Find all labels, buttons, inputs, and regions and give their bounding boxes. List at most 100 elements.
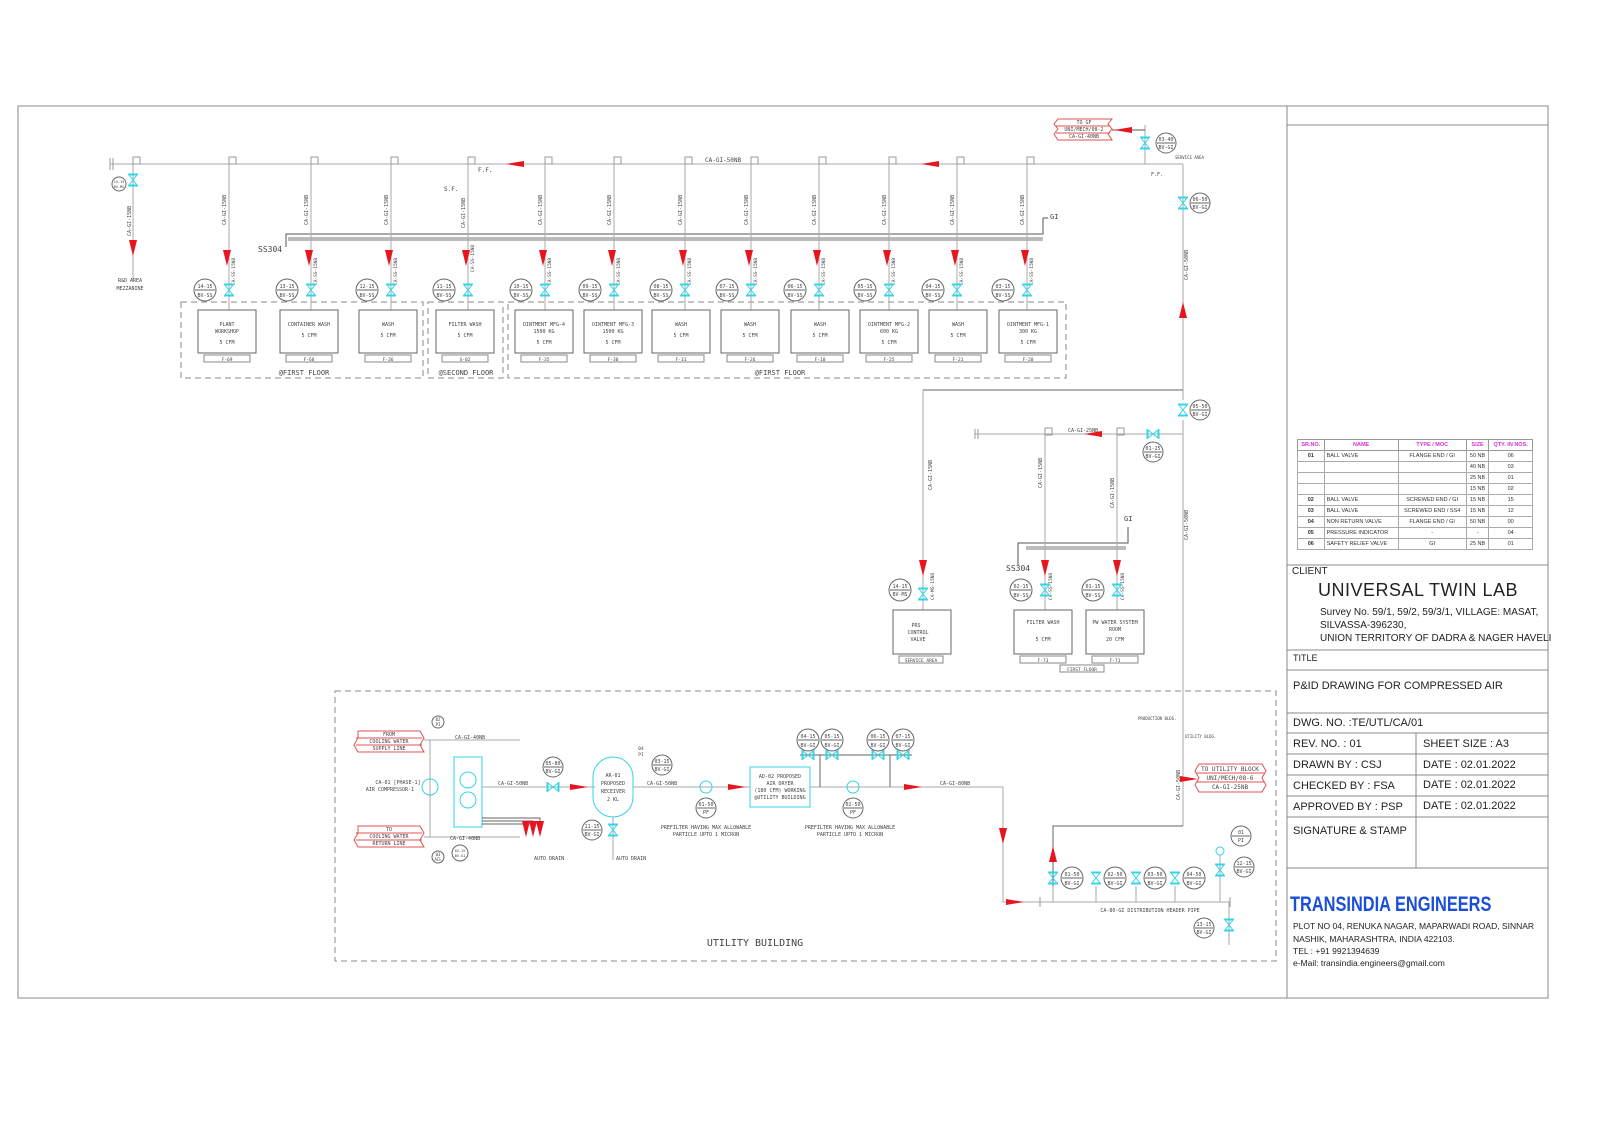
- branch-line-gi-label: CA-GI-15NB: [461, 198, 467, 228]
- bom-cell-qty: 02: [1488, 483, 1533, 495]
- pcv-box-line-3: VALVE: [910, 637, 925, 643]
- room-code: F-10: [815, 357, 826, 363]
- drawn-date: DATE : 02.01.2022: [1423, 759, 1516, 771]
- prefilter-icon: [699, 780, 713, 794]
- bom-cell-size: 15 NB: [1465, 505, 1490, 517]
- bom-cell-type: [1397, 472, 1467, 484]
- ff-label: F.F.: [478, 167, 492, 174]
- approved-date: DATE : 02.01.2022: [1423, 800, 1516, 812]
- tag-02-15-top: 02-15: [455, 849, 466, 853]
- room-name: PW WATER SYSTEM: [1092, 620, 1137, 626]
- valve-tag-bottom: BV-SS: [1085, 593, 1100, 599]
- bom-header-cell: NAME: [1323, 439, 1399, 451]
- revision-number: REV. NO. : 01: [1293, 738, 1362, 750]
- to-utility-3: CA-GI-25NB: [1212, 784, 1249, 791]
- room-cfm: 5 CFM: [881, 340, 896, 346]
- gi-label: GI: [1050, 213, 1058, 221]
- prefilter-note-2a: PREFILTER HAVING MAX ALLOWABLE: [805, 825, 895, 831]
- tag-02-15-bottom: BV-GI: [455, 854, 466, 858]
- bypass-valve-tag-circle: [796, 728, 820, 752]
- from-cw-1: FROM: [383, 732, 395, 738]
- prefilter-icon: [846, 780, 860, 794]
- flow-arrow: [921, 161, 939, 167]
- prefilter-note-1b: PARTICLE UPTO 1 MICRON: [673, 832, 739, 838]
- pf2-top: 02-50: [845, 802, 860, 808]
- room-code: F-30: [608, 357, 619, 363]
- pressure-gauge-icon: [1215, 846, 1225, 856]
- header-valve-tag-bottom: BV-GI: [1107, 881, 1122, 887]
- bom-cell-sr: 02: [1297, 494, 1325, 506]
- bom-cell-name: BALL VALVE: [1323, 505, 1399, 517]
- bom-cell-sr: 05: [1297, 527, 1325, 539]
- company-phone: TEL : +91 9921394639: [1293, 946, 1380, 956]
- tag-03-15-bottom: BV-GI: [654, 767, 669, 773]
- room-name: 300 KG: [1019, 329, 1037, 335]
- approved-by: APPROVED BY : PSP: [1293, 801, 1403, 813]
- valve-tag-top: 04-15: [925, 284, 940, 290]
- bom-cell-size: 50 NB: [1465, 450, 1490, 462]
- valve-tag-bottom: BV-SS: [925, 293, 940, 299]
- tag-circle: [111, 176, 127, 192]
- valve-tag-circle: [578, 278, 602, 302]
- to-cw-2: COOLING WATER: [369, 834, 409, 840]
- to-cw-3: RETURN LINE: [372, 841, 405, 847]
- title-block-lines: [1287, 124, 1548, 869]
- room-cfm: 5 CFM: [673, 333, 688, 339]
- line-50-a: CA-GI-50NB: [498, 781, 528, 787]
- bom-cell-qty: 04: [1488, 527, 1533, 539]
- bypass-valve-tag-bottom: BV-GI: [800, 743, 815, 749]
- room-name: WASH: [382, 322, 394, 328]
- bypass-valve-tag-top: 07-15: [895, 734, 910, 740]
- room-code: F-21: [953, 357, 964, 363]
- to-utility-2: UNI/MECH/08-6: [1207, 775, 1254, 782]
- flow-arrow: [529, 821, 537, 837]
- top-consumer-rooms: CA-GI-15NBCA-SS-15NB14-15BV-SSPLANTWORKS…: [193, 156, 1058, 363]
- mid-floor-label: FIRST FLOOR: [1067, 667, 1097, 673]
- room-name: WASH: [675, 322, 687, 328]
- valve-tag-circle: [921, 278, 945, 302]
- first-floor-label-a: @FIRST FLOOR: [279, 369, 330, 377]
- flow-arrow: [570, 784, 588, 790]
- branch-line-gi-label: CA-GI-15NB: [812, 195, 818, 225]
- bom-cell-name: [1323, 472, 1399, 484]
- valve-tag-circle: [1009, 578, 1033, 602]
- branch-line-ss-label: CA-SS-15NB: [959, 258, 965, 285]
- valve-tag-top: 07-15: [719, 284, 734, 290]
- branch-line-gi-label: CA-GI-15NB: [304, 195, 310, 225]
- room-cfm: 5 CFM: [380, 333, 395, 339]
- flow-arrow: [1021, 250, 1029, 266]
- bom-cell-sr: 03: [1297, 505, 1325, 517]
- room-cfm: 5 CFM: [301, 333, 316, 339]
- bom-cell-qty: 01: [1488, 538, 1533, 550]
- valve-tag-bottom: BV-SS: [279, 293, 294, 299]
- branch-line-ss-label: CA-SS-15NB: [313, 258, 319, 285]
- auto-drain-2: AUTO DRAIN: [616, 856, 646, 862]
- bom-cell-sr: 06: [1297, 538, 1325, 550]
- room-name: WORKSHOP: [215, 329, 239, 335]
- room-box: [514, 309, 574, 354]
- to-gf-line-3: CA-GI-40NB: [1069, 134, 1099, 140]
- ball-valve-icon: [1177, 403, 1189, 417]
- bom-header-cell: QTY. IN NOS.: [1488, 439, 1533, 451]
- flow-arrow: [223, 250, 231, 266]
- bypass-valve-tag-bottom: BV-GI: [895, 743, 910, 749]
- flow-arrow: [1049, 846, 1057, 862]
- bom-cell-size: 25 NB: [1465, 538, 1490, 550]
- branch-line-ss-label: CA-SS-15NB: [753, 258, 759, 285]
- flow-arrow: [385, 250, 393, 266]
- bom-cell-qty: 12: [1488, 505, 1533, 517]
- bom-cell-type: SCREWED END / GI: [1397, 494, 1467, 506]
- room-cfm: 5 CFM: [536, 340, 551, 346]
- bom-cell-qty: 00: [1488, 516, 1533, 528]
- room-name: WASH: [952, 322, 964, 328]
- branch-line-ss-label: CA-SS-15NB: [821, 258, 827, 285]
- valve-tag-top: 03-15: [995, 284, 1010, 290]
- mid-ss304-label: SS304: [1006, 564, 1030, 573]
- room-cfm: 5 CFM: [219, 340, 234, 346]
- flow-arrow: [129, 240, 137, 256]
